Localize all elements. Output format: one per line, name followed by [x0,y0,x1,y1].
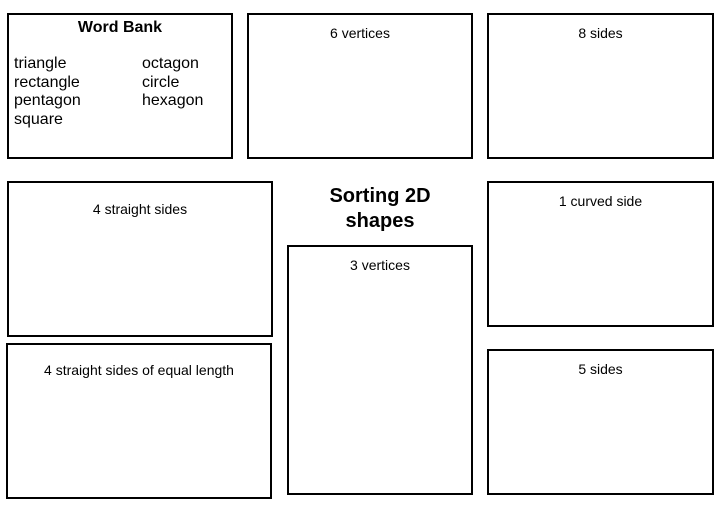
sort-box-label: 5 sides [578,361,623,377]
word-bank-item: pentagon [14,92,81,109]
word-bank-item: square [14,110,63,128]
sort-box-six-vertices[interactable]: 6 vertices [247,13,473,159]
sort-box-label: 3 vertices [350,257,410,273]
sort-box-four-equal-sides[interactable]: 4 straight sides of equal length [6,343,272,499]
word-bank-column-left: triangle rectangle pentagon square [14,55,81,129]
page-title-line: Sorting 2D [329,185,431,207]
sort-box-label: 8 sides [578,25,623,41]
page-title: Sorting 2D shapes [288,184,472,234]
sort-box-label: 4 straight sides [92,201,188,217]
sort-box-one-curved-side[interactable]: 1 curved side [487,181,714,327]
word-bank-item: circle [142,73,180,91]
word-bank-item: triangle [14,55,67,72]
word-bank-title: Word Bank [77,19,163,36]
word-bank-box: Word Bank triangle rectangle pentagon sq… [7,13,233,159]
sort-box-eight-sides[interactable]: 8 sides [487,13,714,159]
sort-box-label: 1 curved side [558,193,643,209]
word-bank-item: octagon [142,55,199,72]
sort-box-label: 6 vertices [330,25,390,41]
sort-box-three-vertices[interactable]: 3 vertices [287,245,473,495]
word-bank-column-right: octagon circle hexagon [142,55,203,111]
word-bank-item: rectangle [14,73,80,91]
sort-box-label: 4 straight sides of equal length [44,362,234,378]
sort-box-five-sides[interactable]: 5 sides [487,349,714,495]
page-title-line: shapes [345,210,415,232]
sort-box-four-straight-sides[interactable]: 4 straight sides [7,181,273,337]
word-bank-item: hexagon [142,92,204,109]
